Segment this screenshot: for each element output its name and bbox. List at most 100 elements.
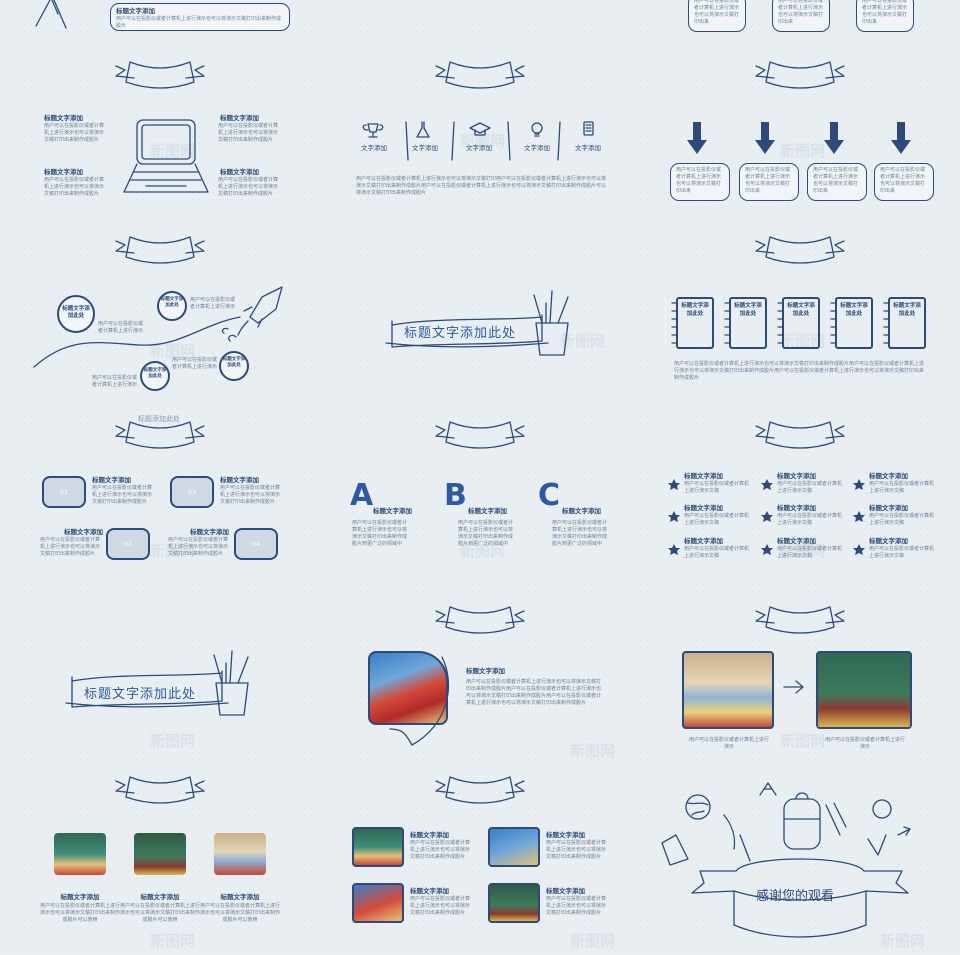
notebook-5 <box>888 297 926 349</box>
photo-3-body: 用户可以在投影仪或者计算机上进行演示也可以将演示文稿打印出来制作成胶片可以使用 <box>200 903 281 923</box>
laptop-heading-4: 标题文字添加 <box>220 168 259 176</box>
trophy-icon <box>362 123 384 138</box>
ribbon-icon <box>435 606 525 634</box>
star-body-5: 用户可以在投影仪或者计算机上进行演示文稿 <box>777 513 843 526</box>
notebook-3 <box>782 297 820 349</box>
ribbon-icon <box>115 61 205 89</box>
circle-node-4-label: 标题文字添加此处 <box>222 357 246 368</box>
icon-label-4: 文字添加 <box>524 144 550 152</box>
photo-b-body: 用户可以在投影仪或者计算机上进行演示也可以将演示文稿打印出来制作成胶片 <box>546 840 607 860</box>
pad-body-1: 用户可以在投影仪或者计算机上进行演示也可以将演示文稿打印出来制作成胶片 <box>92 485 153 505</box>
photo-b-heading: 标题文字添加 <box>546 831 585 839</box>
top-bubble-3: 用户可以在投影仪或者计算机上进行演示也可以将演示文稿打印出来 <box>856 0 914 32</box>
photo-caption-2: 用户可以在投影仪或者计算机上进行演示 <box>824 737 905 750</box>
icon-label-3: 文字添加 <box>466 144 492 152</box>
number-pad-3 <box>170 476 214 508</box>
bubble-body: 用户可以在投影仪或者计算机上进行演示也可以将演示文稿打印出来制作成胶片 <box>116 16 282 29</box>
photo-c-heading: 标题文字添加 <box>410 887 449 895</box>
pad-heading-1: 标题文字添加 <box>92 476 131 484</box>
letter-b: B <box>444 478 467 513</box>
circle-node-2-body: 用户可以在投影仪或者计算机上进行演示 <box>190 297 236 310</box>
bubble-heading: 标题文字添加 <box>116 7 155 15</box>
pad-heading-3: 标题文字添加 <box>220 476 259 484</box>
circle-node-2-label: 标题文字添加此处 <box>160 297 184 308</box>
icon-label-5: 文字添加 <box>575 144 601 152</box>
pad-heading-2: 标题文字添加 <box>64 528 103 536</box>
star-body-4: 用户可以在投影仪或者计算机上进行演示文稿 <box>777 481 843 494</box>
slide-three-photos: 标题文字添加 用户可以在投影仪或者计算机上进行演示也可以将演示文稿打印出来制作成… <box>0 775 320 955</box>
letter-b-body: 用户可以在投影仪或者计算机上进行演示也可以将演示文稿打印出来制作成胶片到更广泛的… <box>458 520 514 547</box>
number-pad-4 <box>234 528 278 560</box>
photo-d <box>488 883 540 923</box>
circle-node-2 <box>157 291 187 321</box>
notebook-1-label: 标题文字添加此处 <box>681 303 709 317</box>
rocket-icon <box>221 286 283 342</box>
notebooks-body: 用户可以在投影仪或者计算机上进行演示也可以将演示文稿打印出来制作成胶片用户可以在… <box>674 361 925 381</box>
photo-2-heading: 标题文字添加 <box>140 893 180 901</box>
slide-arrows: 用户可以在投影仪或者计算机上进行演示也可以将演示文稿打印出来 用户可以在投影仪或… <box>640 0 960 225</box>
letter-a-body: 用户可以在投影仪或者计算机上进行演示也可以将演示文稿打印出来制作成胶片到更广泛的… <box>352 520 408 547</box>
pencil-cup-icon <box>533 290 569 356</box>
letter-c-body: 用户可以在投影仪或者计算机上进行演示也可以将演示文稿打印出来制作成胶片到更广泛的… <box>552 520 608 547</box>
notebook-1 <box>676 297 714 349</box>
laptop-heading-3: 标题文字添加 <box>220 114 259 122</box>
notebook-4-label: 标题文字添加此处 <box>840 303 868 317</box>
ribbon-icon <box>435 61 525 89</box>
ribbon-icon <box>435 421 525 449</box>
school-doodle-icon <box>661 782 911 938</box>
laptop-body-4: 用户可以在投影仪或者计算机上进行演示也可以将演示文稿打印出来制作成胶片 <box>218 177 279 197</box>
photo-a-heading: 标题文字添加 <box>410 831 449 839</box>
arrow-bubble-1: 用户可以在投影仪或者计算机上进行演示也可以将演示文稿打印出来 <box>670 163 730 201</box>
laptop-body-1: 用户可以在投影仪或者计算机上进行演示也可以将演示文稿打印出来制作成胶片 <box>44 123 105 143</box>
ribbon-icon <box>115 421 205 449</box>
number-pad-2 <box>106 528 150 560</box>
laptop-heading-1: 标题文字添加 <box>44 114 83 122</box>
compass-icon <box>35 0 67 29</box>
star-body-1: 用户可以在投影仪或者计算机上进行演示文稿 <box>684 481 750 494</box>
notebook-2 <box>729 297 767 349</box>
star-icons <box>668 479 865 555</box>
circle-node-1-body: 用户可以在投影仪或者计算机上进行演示 <box>98 321 144 334</box>
ribbon-icon <box>755 421 845 449</box>
star-heading-6: 标题文字添加 <box>777 537 816 545</box>
photo-1-body: 用户可以在投影仪或者计算机上进行演示也可以将演示文稿打印出来制作成胶片可以使用 <box>40 903 121 923</box>
laptop-body-3: 用户可以在投影仪或者计算机上进行演示也可以将演示文稿打印出来制作成胶片 <box>218 123 279 143</box>
slide-backpack-photo: 标题文字添加 用户可以在投影仪或者计算机上进行演示也可以将演示文稿打印出来制作成… <box>320 595 640 775</box>
arrow-bubble-4: 用户可以在投影仪或者计算机上进行演示也可以将演示文稿打印出来 <box>874 163 934 201</box>
star-heading-2: 标题文字添加 <box>684 504 723 512</box>
photo-1 <box>54 833 106 875</box>
star-heading-1: 标题文字添加 <box>684 472 723 480</box>
icon-label-1: 文字添加 <box>361 144 387 152</box>
ribbon-icon <box>755 606 845 634</box>
backpack-photo <box>368 651 448 725</box>
photo-c <box>352 883 404 923</box>
star-body-9: 用户可以在投影仪或者计算机上进行演示文稿 <box>869 546 935 559</box>
ribbon-caption: 标题添加此处 <box>138 415 180 423</box>
circle-node-3-label: 标题文字添加此处 <box>143 368 167 379</box>
laptop-heading-2: 标题文字添加 <box>44 168 83 176</box>
slide-four-photos: 标题文字添加 用户可以在投影仪或者计算机上进行演示也可以将演示文稿打印出来制作成… <box>320 775 640 955</box>
separator-lines <box>405 121 561 161</box>
number-pad-4-label: 04 <box>251 540 261 548</box>
ribbon-icon <box>115 236 205 264</box>
photo-caption-1: 用户可以在投影仪或者计算机上进行演示 <box>688 737 769 750</box>
photo-heading: 标题文字添加 <box>466 667 505 675</box>
slide-abc: A 标题文字添加 用户可以在投影仪或者计算机上进行演示也可以将演示文稿打印出来制… <box>320 410 640 595</box>
photo-d-body: 用户可以在投影仪或者计算机上进行演示也可以将演示文稿打印出来制作成胶片 <box>546 896 607 916</box>
laptop-body-2: 用户可以在投影仪或者计算机上进行演示也可以将演示文稿打印出来制作成胶片 <box>44 177 105 197</box>
letter-c-heading: 标题文字添加 <box>562 507 601 515</box>
title-underline <box>65 670 229 708</box>
slide-thanks: 感谢您的观看 <box>640 775 960 955</box>
top-bubble: 标题文字添加 用户可以在投影仪或者计算机上进行演示也可以将演示文稿打印出来制作成… <box>110 3 290 31</box>
photo-frame-curl <box>389 656 450 746</box>
star-heading-3: 标题文字添加 <box>684 537 723 545</box>
right-arrow-icon <box>783 680 804 694</box>
notebook-5-label: 标题文字添加此处 <box>893 303 921 317</box>
pad-body-2: 用户可以在投影仪或者计算机上进行演示也可以将演示文稿打印出来制作成胶片 <box>40 537 101 557</box>
star-heading-7: 标题文字添加 <box>869 472 908 480</box>
ribbon-icon <box>755 236 845 264</box>
star-body-6: 用户可以在投影仪或者计算机上进行演示文稿 <box>777 546 843 559</box>
down-arrow-icons <box>687 122 911 154</box>
notebook-2-label: 标题文字添加此处 <box>734 303 762 317</box>
letter-a-heading: 标题文字添加 <box>373 507 412 515</box>
